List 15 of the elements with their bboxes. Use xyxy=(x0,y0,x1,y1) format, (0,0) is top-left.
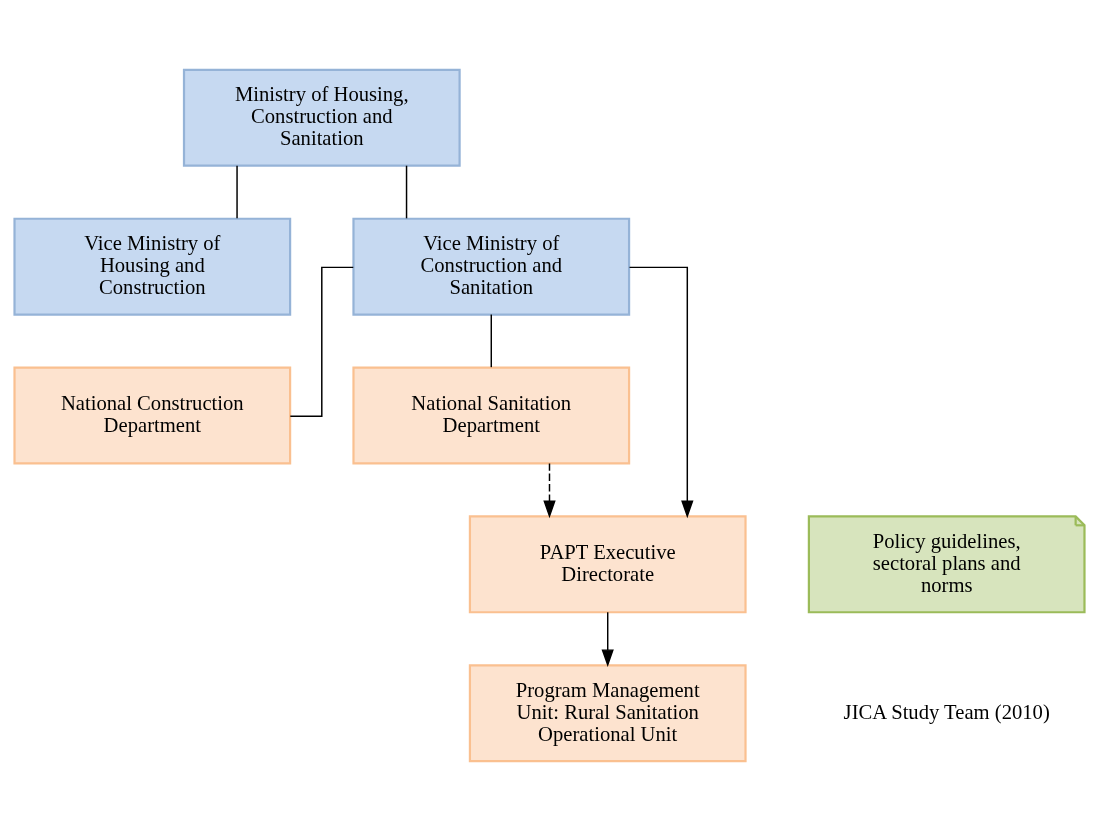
label: JICA Study Team (2010) xyxy=(843,700,1050,723)
arrow xyxy=(628,266,694,519)
node-box: National Sanitation Department xyxy=(352,366,631,465)
connector xyxy=(405,164,408,220)
connector xyxy=(236,164,238,220)
arrow xyxy=(601,611,614,668)
connector xyxy=(490,313,493,368)
node-box: Program Management Unit: Rural Sanitation Operational Unit xyxy=(468,664,747,763)
node-box: Vice Ministry of Construction and Sanitation xyxy=(352,217,631,316)
node-box: National Construction Department xyxy=(13,366,292,465)
node-box: Ministry of Housing, Construction and Sanitation xyxy=(182,68,461,167)
node-box: Vice Ministry of Housing and Construction xyxy=(13,217,292,316)
node-box: PAPT Executive Directorate xyxy=(468,515,747,614)
arrow xyxy=(543,462,556,519)
connector xyxy=(289,266,354,417)
